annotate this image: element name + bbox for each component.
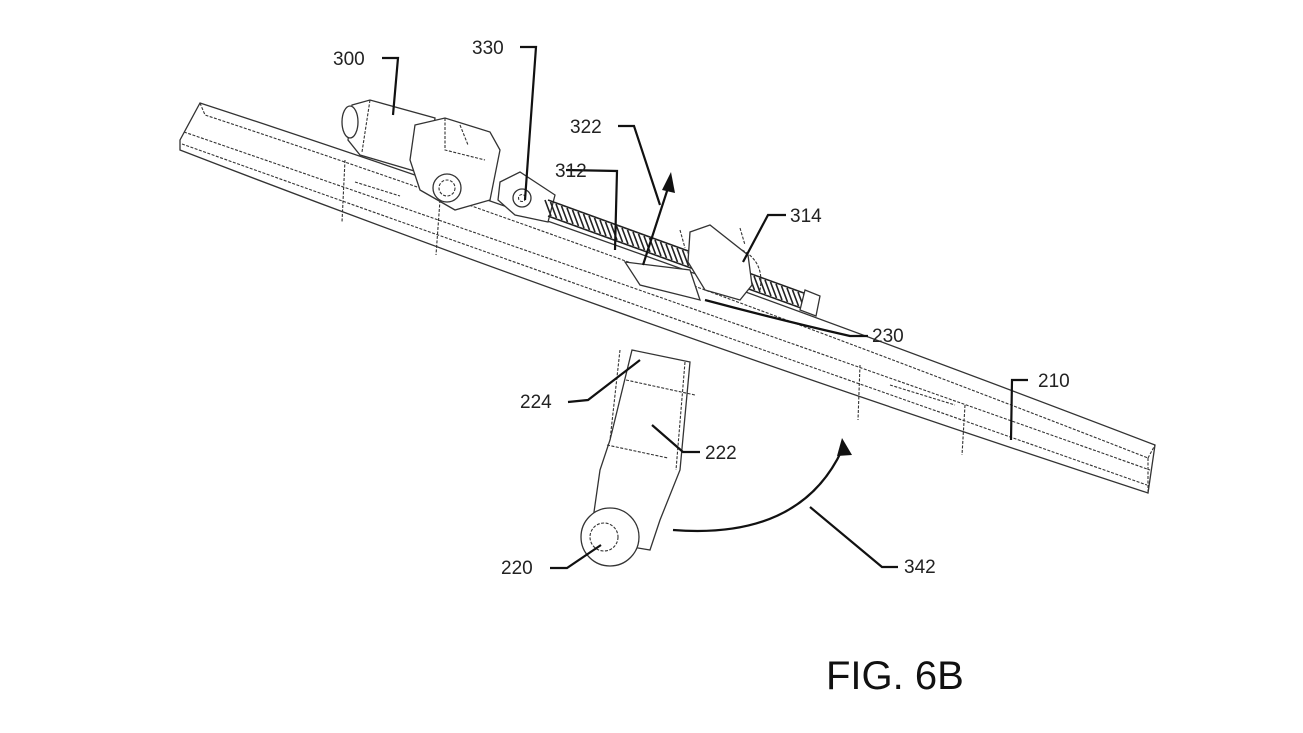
label-300: 300 <box>333 49 365 70</box>
direction-arrow <box>641 172 675 266</box>
label-342: 342 <box>904 557 936 578</box>
label-330: 330 <box>472 38 504 59</box>
nut-bracket <box>623 224 762 301</box>
leader-lines <box>382 45 1028 570</box>
label-222: 222 <box>705 443 737 464</box>
label-230: 230 <box>872 326 904 347</box>
arm <box>580 349 696 567</box>
figure-title: FIG. 6B <box>826 654 964 698</box>
label-224: 224 <box>520 392 552 413</box>
gearbox <box>409 117 501 211</box>
rotation-arrow <box>672 438 852 532</box>
label-312: 312 <box>555 161 587 182</box>
label-220: 220 <box>501 558 533 579</box>
label-314: 314 <box>790 206 822 227</box>
label-210: 210 <box>1038 371 1070 392</box>
label-322: 322 <box>570 117 602 138</box>
